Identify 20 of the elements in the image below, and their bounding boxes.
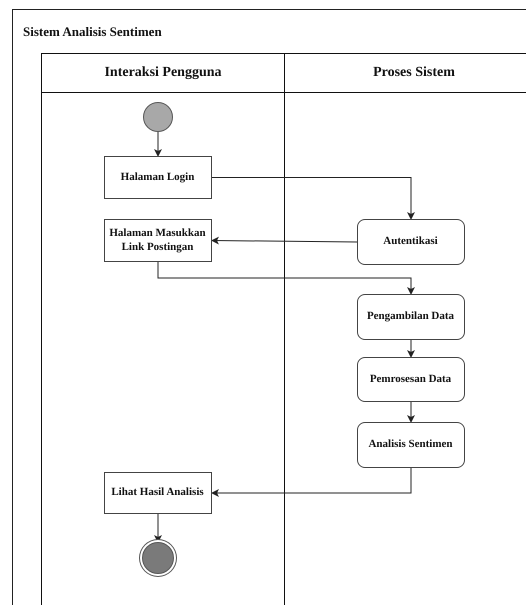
- final-node: [142, 542, 174, 574]
- arrow: [211, 236, 358, 245]
- arrow: [407, 340, 415, 358]
- action-box: Pemrosesan Data: [356, 356, 464, 402]
- page-box: Lihat Hasil Analisis: [104, 472, 212, 514]
- page-box: Halaman Login: [104, 156, 212, 198]
- action-box: Autentikasi: [356, 218, 464, 264]
- swimlane: [41, 53, 285, 605]
- initial-node: [142, 102, 172, 132]
- diagram-title: Sistem Analisis Sentimen: [23, 24, 162, 40]
- arrow: [212, 177, 415, 220]
- lane-title: Interaksi Pengguna: [104, 65, 222, 81]
- arrow: [407, 402, 415, 423]
- arrow: [158, 262, 415, 295]
- lane-title: Proses Sistem: [373, 65, 455, 81]
- arrow: [211, 468, 412, 497]
- action-box: Pengambilan Data: [356, 294, 464, 340]
- page-box: Halaman Masukkan Link Postingan: [104, 218, 212, 262]
- arrow: [154, 132, 162, 157]
- action-box: Analisis Sentimen: [356, 422, 464, 468]
